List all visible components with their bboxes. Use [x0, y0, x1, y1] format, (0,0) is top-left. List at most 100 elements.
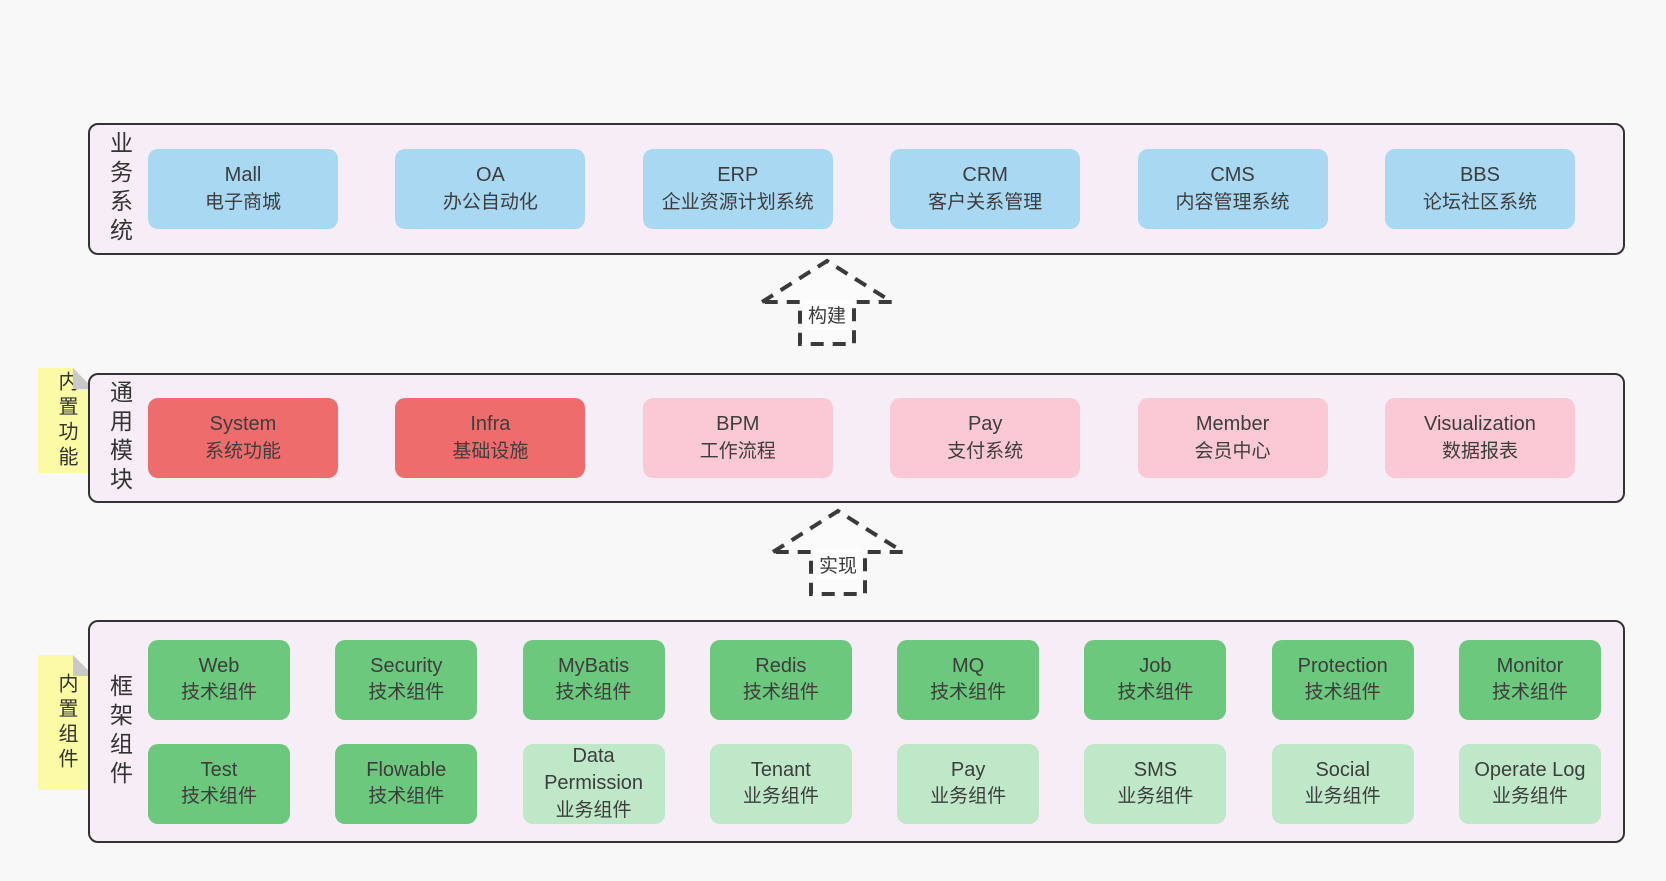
node-name: Test: [200, 758, 238, 781]
node-desc: 业务组件: [1491, 786, 1568, 808]
node-name: MyBatis: [558, 654, 630, 677]
sticky-note-label: 内置功能: [55, 370, 77, 471]
node-desc: 企业资源计划系统: [661, 191, 814, 213]
sticky-note-label: 内置组件: [55, 672, 77, 773]
node-tenant: Tenant 业务组件: [709, 743, 852, 824]
node-name: Social: [1315, 758, 1370, 781]
node-name: System: [209, 413, 277, 436]
node-redis: Redis 技术组件: [709, 639, 852, 720]
node-infra: Infra 基础设施: [395, 398, 586, 478]
node-desc: 业务组件: [555, 799, 632, 821]
node-name: Mall: [224, 164, 262, 187]
layer-common-modules: 通用模块 System 系统功能 Infra 基础设施 BPM 工作流程 Pay 支付系统 Me…: [88, 373, 1625, 503]
node-desc: 系统功能: [204, 440, 281, 462]
node-name: Monitor: [1496, 654, 1564, 677]
sticky-note-built-in-features: 内置功能: [38, 368, 94, 473]
node-system: System 系统功能: [148, 398, 338, 478]
node-desc: 论坛社区系统: [1422, 191, 1537, 213]
node-name: OA: [475, 164, 505, 187]
node-desc: 会员中心: [1194, 440, 1271, 462]
node-name: Infra: [470, 413, 511, 436]
node-name: CRM: [962, 164, 1008, 187]
node-desc: 电子商城: [204, 191, 281, 213]
node-desc: 业务组件: [930, 786, 1007, 808]
node-erp: ERP 企业资源计划系统: [642, 149, 833, 229]
arrow-label: 实现: [815, 550, 861, 579]
node-member: Member 会员中心: [1137, 398, 1328, 478]
layer-label: 业务系统: [106, 131, 133, 247]
node-name: Flowable: [366, 758, 447, 781]
node-name: MQ: [952, 654, 985, 677]
node-row: System 系统功能 Infra 基础设施 BPM 工作流程 Pay 支付系统 Member 会…: [148, 398, 1575, 478]
node-desc: 技术组件: [180, 786, 257, 808]
node-job: Job 技术组件: [1084, 639, 1227, 720]
node-name: SMS: [1133, 758, 1178, 781]
layer-label: 框架组件: [106, 673, 133, 790]
node-name: Web: [198, 654, 240, 677]
node-desc: 技术组件: [742, 682, 819, 704]
arrow-label: 构建: [804, 300, 850, 329]
node-mall: Mall 电子商城: [148, 149, 338, 229]
node-monitor: Monitor 技术组件: [1458, 639, 1601, 720]
node-desc: 技术组件: [1304, 682, 1381, 704]
layer-label-container: 通用模块: [90, 375, 148, 501]
node-data-permission: Data Permission 业务组件: [522, 743, 665, 824]
node-desc: 技术组件: [368, 682, 445, 704]
node-desc: 业务组件: [1117, 786, 1194, 808]
node-name: Redis: [755, 654, 807, 677]
node-desc: 技术组件: [930, 682, 1007, 704]
node-flowable: Flowable 技术组件: [335, 743, 478, 824]
node-name: Job: [1139, 654, 1172, 677]
layer-label-container: 业务系统: [90, 125, 148, 253]
node-desc: 技术组件: [1117, 682, 1194, 704]
node-name: Pay: [950, 758, 986, 781]
arrow-implement: 实现: [768, 506, 908, 598]
node-name: Protection: [1297, 654, 1388, 677]
node-name: BBS: [1459, 164, 1500, 187]
node-name: BPM: [716, 413, 760, 436]
node-desc: 业务组件: [742, 786, 819, 808]
sticky-note-built-in-components: 内置组件: [38, 655, 94, 790]
node-sms: SMS 业务组件: [1084, 743, 1227, 824]
node-name: Data Permission: [544, 744, 644, 795]
node-desc: 内容管理系统: [1175, 191, 1290, 213]
node-test: Test 技术组件: [148, 743, 290, 824]
node-desc: 技术组件: [1491, 682, 1568, 704]
node-name: Member: [1195, 413, 1270, 436]
node-bpm: BPM 工作流程: [642, 398, 833, 478]
node-cms: CMS 内容管理系统: [1137, 149, 1328, 229]
node-bbs: BBS 论坛社区系统: [1384, 149, 1575, 229]
node-desc: 基础设施: [452, 440, 529, 462]
node-visualization: Visualization 数据报表: [1384, 398, 1575, 478]
node-desc: 技术组件: [368, 786, 445, 808]
node-crm: CRM 客户关系管理: [890, 149, 1081, 229]
node-rows: System 系统功能 Infra 基础设施 BPM 工作流程 Pay 支付系统 Member 会…: [148, 375, 1623, 501]
node-desc: 客户关系管理: [928, 191, 1043, 213]
node-name: Tenant: [750, 758, 811, 781]
node-name: CMS: [1210, 164, 1255, 187]
node-name: ERP: [717, 164, 759, 187]
layer-label-container: 框架组件: [90, 622, 148, 841]
node-desc: 工作流程: [699, 440, 776, 462]
node-name: Visualization: [1423, 413, 1536, 436]
node-desc: 数据报表: [1441, 440, 1518, 462]
node-pay: Pay 支付系统: [890, 398, 1081, 478]
node-name: Pay: [967, 413, 1003, 436]
node-pay: Pay 业务组件: [897, 743, 1040, 824]
layer-label: 通用模块: [106, 380, 133, 496]
node-desc: 支付系统: [947, 440, 1024, 462]
node-protection: Protection 技术组件: [1271, 639, 1414, 720]
